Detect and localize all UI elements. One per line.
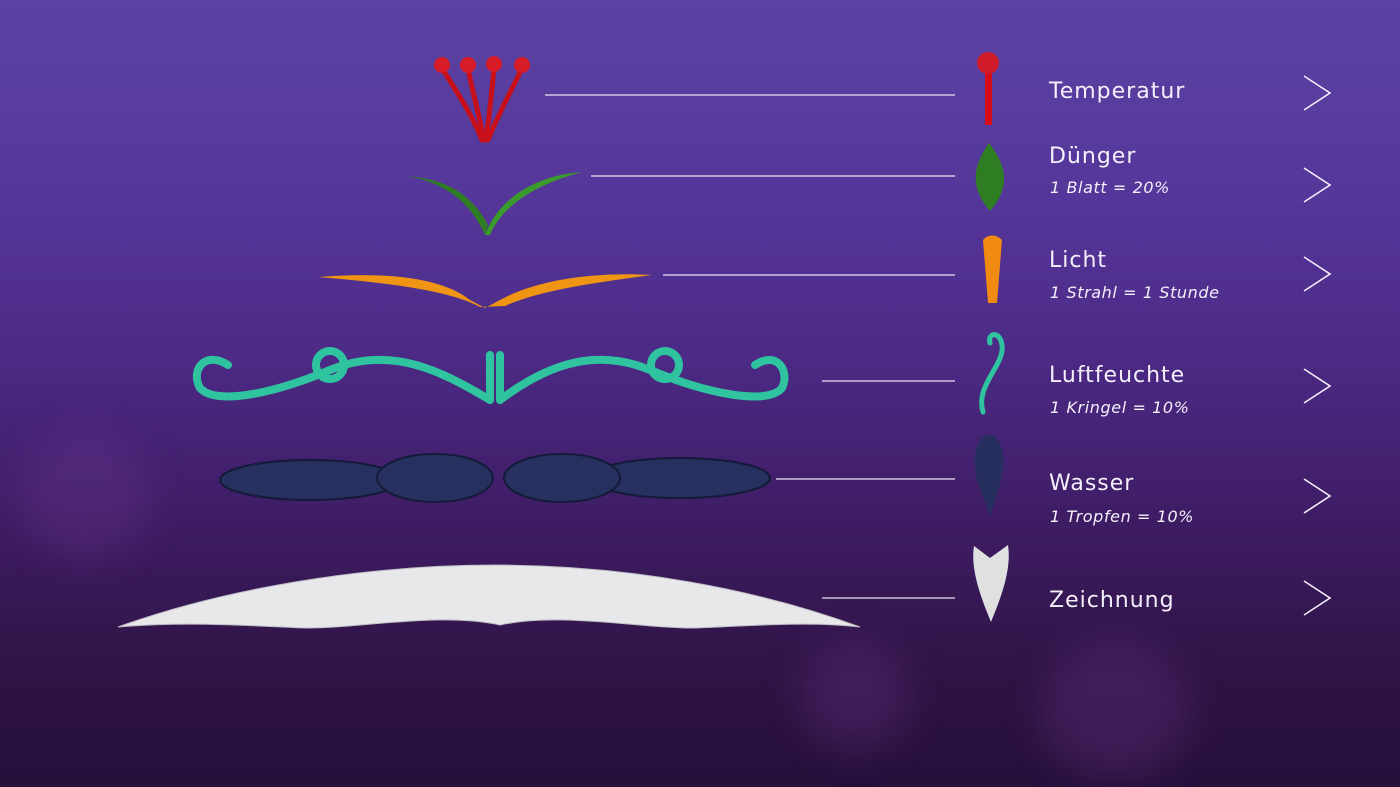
- bokeh-light: [1040, 640, 1190, 780]
- label-temperatur: Temperatur: [1049, 79, 1186, 104]
- stamen-layer: [439, 65, 525, 143]
- drop-icon: [974, 435, 1004, 517]
- petal-icon: [973, 545, 1009, 622]
- sub-duenger: 1 Blatt = 20%: [1050, 178, 1170, 197]
- chevron-right-icon[interactable]: [1300, 165, 1334, 205]
- curl-layer: [192, 347, 789, 404]
- label-wasser: Wasser: [1049, 471, 1135, 496]
- chevron-right-icon[interactable]: [1300, 366, 1334, 406]
- bokeh-light: [800, 640, 910, 750]
- sub-licht: 1 Strahl = 1 Stunde: [1050, 283, 1220, 302]
- chevron-right-icon[interactable]: [1300, 254, 1334, 294]
- stamen-heads: [434, 56, 530, 73]
- leaf-layer: [404, 172, 582, 235]
- bokeh-light: [20, 430, 150, 560]
- label-zeichnung: Zeichnung: [1049, 588, 1175, 613]
- light-ray-icon: [983, 235, 1002, 303]
- leaf-icon: [975, 143, 1005, 211]
- light-layer: [318, 274, 652, 308]
- water-layer: [219, 453, 771, 503]
- chevron-right-icon[interactable]: [1300, 578, 1334, 618]
- connector-lines: [545, 94, 955, 599]
- chevron-right-icon[interactable]: [1300, 476, 1334, 516]
- label-duenger: Dünger: [1049, 144, 1137, 169]
- curl-icon: [979, 332, 1005, 415]
- petal-layer: [117, 564, 861, 629]
- thermometer-stamen-icon: [977, 52, 999, 125]
- label-licht: Licht: [1049, 248, 1108, 273]
- sub-wasser: 1 Tropfen = 10%: [1050, 507, 1195, 526]
- label-luftfeuchte: Luftfeuchte: [1049, 363, 1186, 388]
- chevron-right-icon[interactable]: [1300, 73, 1334, 113]
- sub-luftfeuchte: 1 Kringel = 10%: [1050, 398, 1190, 417]
